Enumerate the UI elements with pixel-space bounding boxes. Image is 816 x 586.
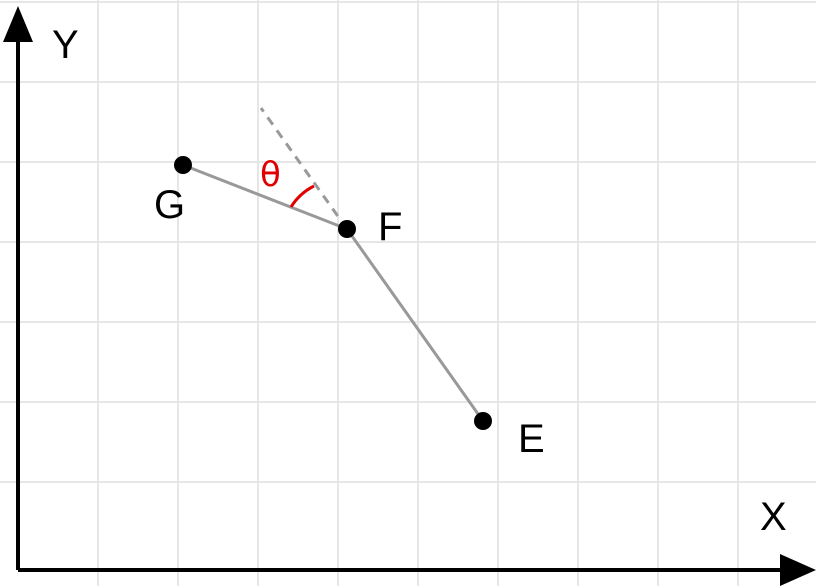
segment-gf [182,163,348,231]
x-axis-label: X [760,495,787,539]
angle-arc [289,184,315,208]
point-label-g: G [154,183,185,227]
x-axis [18,554,816,586]
point-f [338,220,356,238]
point-label-e: E [518,417,545,461]
y-axis-label: Y [52,23,79,67]
y-axis [3,6,33,570]
point-label-f: F [378,205,402,249]
point-g [174,156,192,174]
y-axis-arrowhead [3,6,33,42]
extension-line [259,107,349,230]
x-axis-arrowhead [780,554,816,586]
angle-label: θ [260,155,281,195]
segment-fe [345,228,485,422]
point-e [474,412,492,430]
